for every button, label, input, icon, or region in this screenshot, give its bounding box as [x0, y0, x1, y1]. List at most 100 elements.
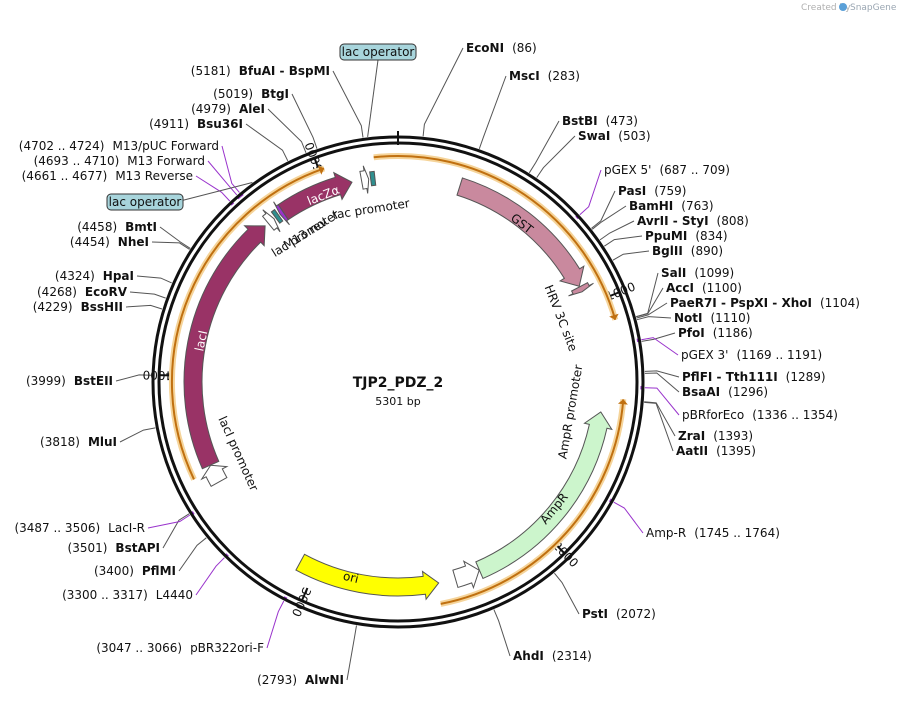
label-name: BmtI	[125, 220, 157, 234]
primer-leader	[266, 600, 285, 649]
feature-amprprom	[452, 560, 480, 590]
label-position: (4979)	[191, 102, 231, 116]
credit-prefix: Created by	[801, 3, 851, 13]
site-label: (3999)BstEII	[26, 374, 113, 388]
site-leader	[125, 304, 163, 310]
label-name: BstBI	[562, 114, 598, 128]
feature-laciprom	[200, 464, 229, 488]
site-label: PpuMI(834)	[645, 229, 728, 243]
site-leader	[267, 108, 307, 153]
site-leader	[644, 401, 674, 452]
primer-leader	[207, 160, 238, 196]
site-leader	[159, 226, 191, 249]
site-leader	[291, 93, 318, 149]
plasmid-length: 5301 bp	[375, 395, 420, 408]
feature-label-tacprom: tac promoter	[331, 196, 410, 222]
feature-label-laci: lacI	[192, 329, 210, 352]
site-leader	[644, 370, 680, 378]
site-leader	[612, 250, 650, 261]
label-name: L4440	[156, 588, 193, 602]
site-leader	[493, 609, 511, 657]
site-label: MscI(283)	[509, 69, 580, 83]
feature-ampr	[475, 411, 613, 580]
label-name: pGEX 5'	[604, 163, 651, 177]
label-position: (86)	[512, 41, 537, 55]
label-position: (2793)	[257, 673, 297, 687]
label-name: MscI	[509, 69, 540, 83]
boxed-label-text: lac operator	[342, 45, 415, 59]
label-name: EcoNI	[466, 41, 504, 55]
label-name: BtgI	[261, 87, 289, 101]
label-position: (1296)	[728, 385, 768, 399]
boxed-labels: lac operator lac operator	[106, 43, 417, 211]
site-label: BstBI(473)	[562, 114, 638, 128]
label-name: AvrII - StyI	[637, 214, 709, 228]
primer-leader	[147, 514, 191, 529]
site-label: (4229)BssHII	[33, 300, 123, 314]
site-leader	[245, 123, 289, 162]
site-label: (4324)HpaI	[55, 269, 134, 283]
site-label: ZraI (1393)	[678, 429, 753, 443]
site-label: (4458)BmtI	[77, 220, 157, 234]
orange-arc-head	[609, 313, 619, 320]
site-leader	[528, 120, 560, 174]
site-label: (3818)MluI	[40, 435, 117, 449]
features	[183, 165, 613, 601]
label-name: BamHI	[629, 199, 673, 213]
site-leader	[478, 75, 507, 149]
label-name: Amp-R	[646, 526, 686, 540]
label-position: (808)	[717, 214, 749, 228]
feature-gst	[456, 177, 585, 287]
primer-label: Amp-R (1745 .. 1764)	[646, 526, 780, 540]
label-name: PpuMI	[645, 229, 687, 243]
boxed-label-bg	[339, 43, 417, 61]
label-position: (759)	[654, 184, 686, 198]
label-name: NotI	[674, 311, 703, 325]
label-position: (4229)	[33, 300, 73, 314]
label-name: PasI	[618, 184, 646, 198]
site-label: BsaAI(1296)	[682, 385, 768, 399]
label-position: (5019)	[213, 87, 253, 101]
label-position: (3400)	[94, 564, 134, 578]
site-leader	[136, 275, 172, 284]
label-name: SwaI	[578, 129, 610, 143]
label-name: BstAPI	[115, 541, 160, 555]
snapgene-logo-icon	[839, 3, 847, 11]
site-label: SalI(1099)	[661, 266, 734, 280]
site-label: AccI(1100)	[666, 281, 742, 295]
label-name: BglII	[652, 244, 683, 258]
label-name: LacI-R	[108, 521, 145, 535]
orange-arc	[440, 399, 625, 605]
site-label: (5181)BfuAI - BspMI	[191, 64, 330, 78]
primer-leader	[641, 337, 679, 356]
feature-label-amprprom: AmpR promoter	[555, 364, 585, 460]
site-label: BglII(890)	[652, 244, 723, 258]
boxed-label-text: lac operator	[109, 195, 182, 209]
label-name: AleI	[239, 102, 265, 116]
label-name: M13 Forward	[127, 154, 205, 168]
label-position: (4661 .. 4677)	[22, 169, 108, 183]
primer-leader	[613, 501, 644, 534]
site-leader	[332, 70, 364, 138]
primer-label: (4693 .. 4710)M13 Forward	[34, 154, 205, 168]
tick-mark	[300, 587, 309, 602]
site-label: PaeR7I - PspXI - XhoI(1104)	[670, 296, 860, 310]
label-position: (1110)	[711, 311, 751, 325]
site-label: PfoI(1186)	[678, 326, 753, 340]
label-name: AccI	[666, 281, 694, 295]
feature-tacprom	[359, 165, 370, 194]
label-name: BfuAI - BspMI	[239, 64, 330, 78]
primer-leader	[195, 557, 225, 596]
label-name: ZraI	[678, 429, 705, 443]
site-label: SwaI(503)	[578, 129, 651, 143]
label-position: (1745 .. 1764)	[694, 526, 780, 540]
label-position: (4324)	[55, 269, 95, 283]
site-leader	[162, 513, 190, 549]
label-position: (1393)	[713, 429, 753, 443]
label-name: AlwNI	[305, 673, 344, 687]
orange-arc-halo	[373, 152, 619, 321]
feature-label-ori: ori	[342, 569, 360, 586]
site-label: PasI (759)	[618, 184, 686, 198]
label-position: (4454)	[70, 235, 110, 249]
label-position: (3300 .. 3317)	[62, 588, 148, 602]
